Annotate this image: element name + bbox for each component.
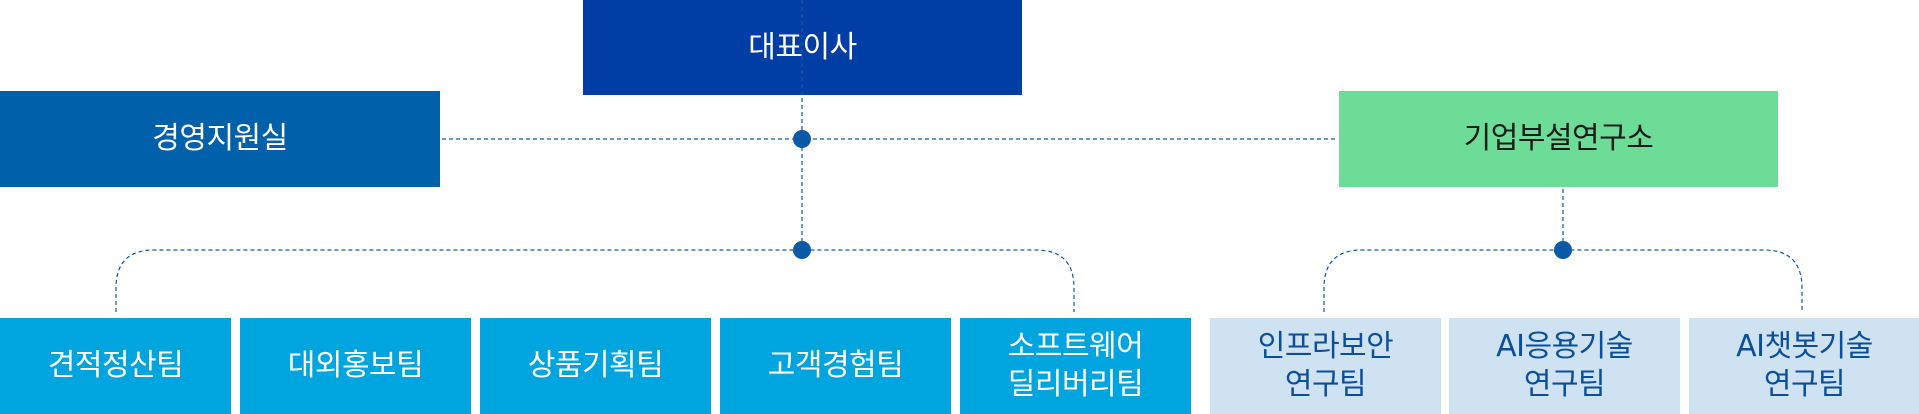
junction-dot-research [1554, 241, 1572, 259]
research-team-ai-application: AI응용기술 연구팀 [1449, 318, 1680, 414]
team-software-delivery: 소프트웨어 딜리버리팀 [960, 318, 1191, 414]
team-product-planning: 상품기획팀 [480, 318, 711, 414]
team-customer-experience: 고객경험팀 [720, 318, 951, 414]
team-public-relations: 대외홍보팀 [240, 318, 471, 414]
management-support-box: 경영지원실 [0, 91, 440, 187]
ceo-box: 대표이사 [583, 0, 1022, 95]
junction-dot-support [793, 130, 811, 148]
research-lab-box: 기업부설연구소 [1339, 91, 1778, 187]
junction-dot-teams [793, 241, 811, 259]
research-team-ai-chatbot: AI챗봇기술 연구팀 [1689, 318, 1919, 414]
teams-bracket-connector [115, 249, 1075, 312]
team-estimate-settlement: 견적정산팀 [0, 318, 231, 414]
research-bracket-connector [1323, 249, 1803, 312]
research-team-infra-security: 인프라보안 연구팀 [1210, 318, 1441, 414]
